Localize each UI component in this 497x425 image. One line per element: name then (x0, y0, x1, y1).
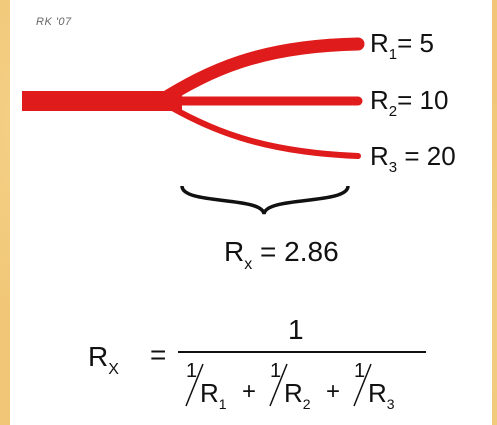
branch-label-r2: R2= 10 (370, 85, 449, 120)
fraction-bar (178, 351, 426, 353)
vessel-branch-3 (157, 98, 361, 159)
parallel-vessel-diagram (22, 37, 365, 215)
plus-sign-1: + (242, 378, 257, 405)
grouping-brace (180, 185, 350, 215)
branch-label-r1: R1= 5 (370, 28, 434, 63)
reciprocal-term-2: 1 R2 (269, 360, 311, 412)
formula-lhs: RX (88, 341, 119, 378)
formula-equals: = (150, 339, 167, 370)
total-resistance-result: Rx = 2.86 (224, 236, 339, 273)
formula-numerator: 1 (288, 314, 304, 345)
branch-label-r3: R3 = 20 (370, 141, 456, 176)
diagram-panel: RK '07 R1= 5 R2= 10 R3 = 20 Rx = 2.86 (10, 0, 492, 425)
vessel-trunk (22, 91, 182, 111)
plus-sign-2: + (326, 378, 341, 405)
reciprocal-term-3: 1 R3 (353, 360, 395, 412)
formula-denominator: 1 R1 + 1 R2 + 1 R3 (178, 360, 438, 412)
author-signature: RK '07 (36, 16, 72, 28)
vessel-branch-1 (153, 37, 365, 108)
parallel-resistance-formula: RX = 1 1 R1 + 1 R2 + 1 (88, 314, 448, 416)
reciprocal-term-1: 1 R1 (185, 360, 227, 412)
